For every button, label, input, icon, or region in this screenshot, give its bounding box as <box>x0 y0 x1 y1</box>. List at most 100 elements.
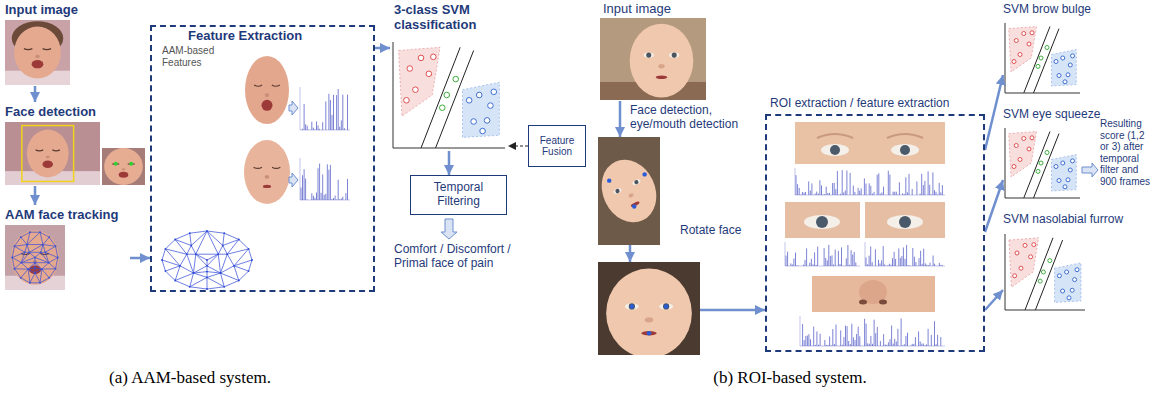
svm-plot <box>453 76 459 82</box>
node-title: 3-class SVM classification <box>394 3 494 33</box>
svm-plot <box>1005 23 1080 93</box>
process-box: Feature Fusion <box>528 125 586 167</box>
nose-crop <box>812 276 935 312</box>
svm-plot <box>1009 238 1039 287</box>
svm-plot <box>1005 234 1085 310</box>
face-closeup <box>104 148 143 185</box>
svm-plot <box>1034 134 1060 198</box>
aam-mesh <box>42 244 44 246</box>
svm-plot <box>426 71 432 77</box>
baby-photo <box>5 122 100 185</box>
baby-photo <box>27 130 69 178</box>
roi-histogram <box>796 170 942 195</box>
svm-plot <box>1054 60 1058 64</box>
baby-photo <box>5 20 70 85</box>
svm-plot <box>471 119 477 125</box>
svm-plot <box>1014 144 1018 148</box>
node-title: Rotate face <box>680 224 754 238</box>
svm-plot <box>1030 136 1034 140</box>
face-closeup <box>102 148 145 185</box>
svm-plot <box>462 82 499 137</box>
small-arrow <box>289 173 298 187</box>
svm-plot <box>1054 165 1058 169</box>
svm-plot <box>393 42 505 148</box>
svm-plot <box>1035 240 1062 310</box>
node-title: SVM eye squeeze <box>1003 108 1095 122</box>
svm-plot <box>480 128 486 134</box>
svm-plot <box>1022 32 1026 36</box>
shape-mesh <box>174 239 176 241</box>
roi-histogram <box>800 316 945 346</box>
svm-plot <box>1061 56 1065 60</box>
svm-plot <box>1030 31 1034 35</box>
baby-photo <box>24 49 32 50</box>
roi-histogram <box>786 245 857 266</box>
face-closeup <box>102 148 145 185</box>
warped-face-texture <box>245 56 289 124</box>
aam-mesh <box>28 251 30 253</box>
infant-photo <box>656 75 667 79</box>
svm-plot <box>1034 29 1060 93</box>
warped-face-texture <box>263 185 271 188</box>
infant-photo <box>615 188 621 194</box>
roi-histogram <box>865 242 945 266</box>
svm-plot <box>1025 238 1053 310</box>
aam-mesh <box>55 245 57 247</box>
svm-plot <box>1024 27 1050 94</box>
shape-mesh <box>223 232 225 234</box>
baby-photo <box>5 122 100 185</box>
infant-photo <box>598 151 660 232</box>
aam-mesh <box>34 267 36 269</box>
svm-plot <box>484 118 490 124</box>
svm-plot <box>418 55 424 61</box>
svm-plot <box>1024 132 1050 199</box>
landmark-dot <box>642 172 646 176</box>
baby-photo <box>43 160 53 168</box>
nose-crop <box>879 300 887 305</box>
svm-plot <box>1063 80 1067 84</box>
connector-arrow <box>985 180 1003 232</box>
shape-mesh <box>161 230 253 290</box>
infant-photo <box>641 331 656 335</box>
svm-plot <box>1057 179 1061 183</box>
roi-histogram <box>865 242 866 266</box>
infant-photo <box>625 303 639 309</box>
svm-plot <box>1073 278 1077 282</box>
shape-mesh <box>179 265 181 267</box>
aam-mesh <box>14 268 16 270</box>
output-label: Comfort / Discomfort / Primal face of pa… <box>394 243 522 271</box>
svm-plot <box>444 92 450 98</box>
photo-panel: Face detection, eye/mouth detection <box>598 137 660 245</box>
landmark-dot <box>630 304 669 335</box>
svm-plot <box>1009 27 1037 73</box>
aam-mesh <box>34 257 36 259</box>
detection-box <box>22 126 74 182</box>
brow-crop <box>900 145 910 155</box>
baby-photo <box>5 225 65 290</box>
photo-panel: Rotate face <box>598 262 700 355</box>
infant-photo <box>630 24 694 98</box>
detection-box <box>22 126 74 182</box>
dashed-group: Feature ExtractionAAM-based Features <box>150 25 375 292</box>
shape-mesh <box>238 280 240 282</box>
infant-photo <box>628 193 634 199</box>
warped-face-texture <box>244 140 290 204</box>
aam-mesh <box>12 232 58 283</box>
svm-plot <box>404 98 410 104</box>
warped-face-texture <box>272 167 280 168</box>
face-closeup <box>122 168 126 170</box>
connector-arrow <box>700 309 765 312</box>
connector-arrow <box>375 47 390 50</box>
aam-mesh <box>20 236 22 238</box>
brow-crop <box>887 134 923 138</box>
aam-mesh <box>48 262 50 264</box>
shape-mesh <box>251 259 253 261</box>
shape-mesh <box>220 272 222 274</box>
infant-photo <box>598 262 700 355</box>
baby-photo <box>52 149 60 151</box>
aam-mesh <box>57 257 59 259</box>
infant-photo <box>630 24 694 98</box>
aam-mesh <box>48 277 50 279</box>
svm-plot <box>1012 165 1016 169</box>
warped-face-texture <box>265 93 269 97</box>
